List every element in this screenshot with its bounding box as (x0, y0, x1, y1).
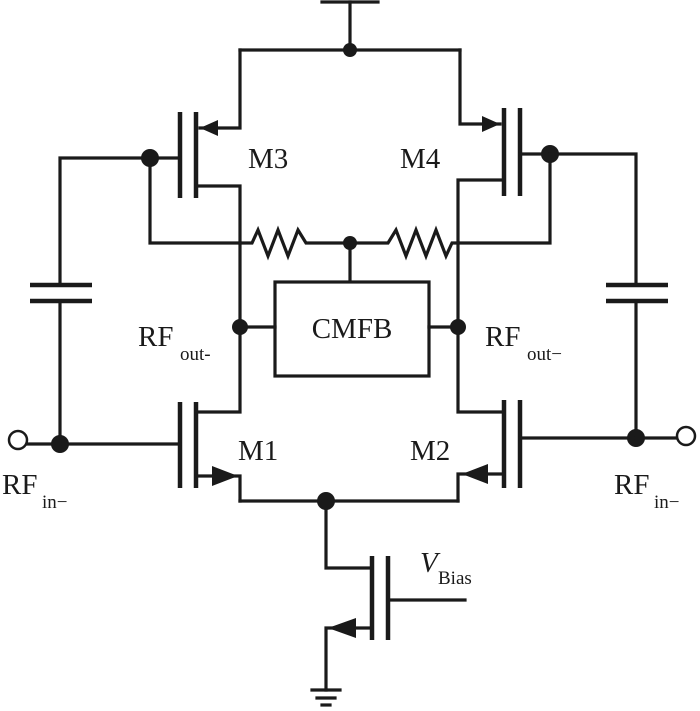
resistor-right (348, 225, 460, 261)
svg-text:Bias: Bias (438, 568, 472, 589)
cmfb-block: CMFB (273, 280, 431, 378)
transistor-m1 (7, 402, 242, 503)
svg-text:RF: RF (614, 469, 649, 501)
rf-in-left-label: RF in− (2, 469, 68, 513)
cmfb-label: CMFB (312, 313, 393, 345)
svg-text:V: V (420, 547, 441, 579)
m1-label: M1 (238, 435, 278, 467)
m3-label: M3 (248, 143, 288, 175)
rf-out-left-label: RF out- (138, 321, 211, 365)
left-bias-network (30, 156, 242, 442)
transistor-m2 (456, 400, 697, 503)
vbias-label: V Bias (420, 547, 472, 589)
vdd-supply (238, 0, 462, 57)
rf-out-left-node (232, 319, 248, 335)
tail-current-source (238, 492, 467, 692)
transistor-m4 (456, 48, 559, 414)
rf-out-right-label: RF out− (485, 321, 562, 365)
rf-in-left-terminal (7, 429, 29, 451)
svg-text:out−: out− (527, 344, 562, 365)
svg-text:RF: RF (2, 469, 37, 501)
rf-in-right-label: RF in− (614, 469, 680, 513)
ground-symbol (310, 688, 342, 707)
right-bias-network (456, 152, 668, 440)
svg-text:RF: RF (485, 321, 520, 353)
m2-label: M2 (410, 435, 450, 467)
transistor-m3 (141, 48, 242, 414)
svg-text:out-: out- (180, 344, 211, 365)
svg-text:in−: in− (42, 492, 68, 513)
resistor-left (238, 225, 352, 261)
m4-label: M4 (400, 143, 441, 175)
rf-in-right-terminal (675, 425, 697, 447)
rf-out-right-node (450, 319, 466, 335)
svg-text:RF: RF (138, 321, 173, 353)
svg-text:in−: in− (654, 492, 680, 513)
